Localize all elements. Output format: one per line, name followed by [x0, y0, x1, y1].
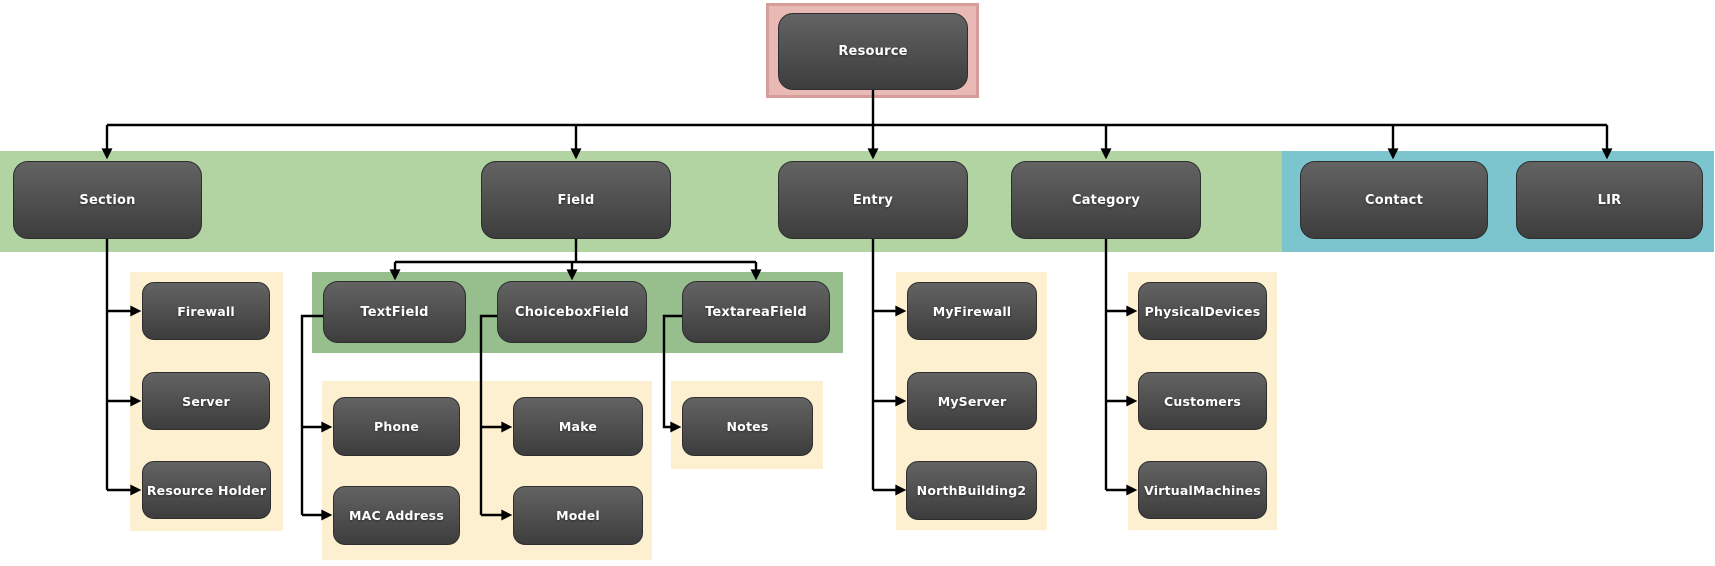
node-phone: Phone — [333, 397, 460, 456]
node-field: Field — [481, 161, 671, 239]
node-server: Server — [142, 372, 270, 430]
node-virtualmachines: VirtualMachines — [1138, 461, 1267, 519]
node-textareafield: TextareaField — [682, 281, 830, 343]
node-resource: Resource — [778, 13, 968, 90]
connector-choiceboxfield-to-children — [479, 314, 513, 521]
node-customers: Customers — [1138, 372, 1267, 430]
node-contact: Contact — [1300, 161, 1488, 239]
connector-category-to-children — [1104, 239, 1138, 496]
node-choiceboxfield: ChoiceboxField — [497, 281, 647, 343]
node-entry: Entry — [778, 161, 968, 239]
node-make: Make — [513, 397, 643, 456]
node-resource-holder: Resource Holder — [142, 461, 271, 519]
node-northbuilding2: NorthBuilding2 — [906, 461, 1037, 520]
connector-root-to-level1 — [101, 89, 1613, 160]
node-myserver: MyServer — [907, 372, 1037, 430]
node-physicaldevices: PhysicalDevices — [1138, 282, 1267, 340]
node-mac-address: MAC Address — [333, 486, 460, 545]
connector-field-to-children — [389, 239, 762, 281]
node-textfield: TextField — [323, 281, 466, 343]
node-notes: Notes — [682, 397, 813, 456]
node-firewall: Firewall — [142, 282, 270, 340]
connector-textareafield-to-notes — [662, 314, 682, 433]
connector-textfield-to-children — [300, 314, 333, 521]
node-myfirewall: MyFirewall — [907, 282, 1037, 340]
node-model: Model — [513, 486, 643, 545]
node-category: Category — [1011, 161, 1201, 239]
connector-entry-to-children — [871, 239, 907, 496]
node-section: Section — [13, 161, 202, 239]
node-lir: LIR — [1516, 161, 1703, 239]
connector-section-to-children — [105, 239, 142, 496]
